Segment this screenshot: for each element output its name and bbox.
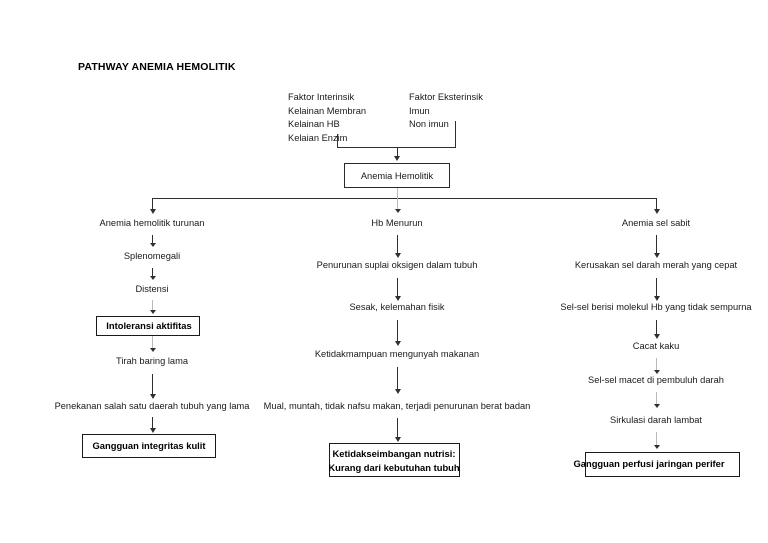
connector-root-stem — [397, 188, 398, 198]
factor-extrinsic-heading: Faktor Eksterinsik — [409, 92, 483, 102]
arrowhead-left-4 — [149, 394, 156, 399]
arrowhead-middle-4 — [394, 437, 401, 442]
connector-right-1 — [656, 278, 657, 298]
connector-left-2 — [152, 300, 153, 312]
node-dx-gangguan-perfusi-box[interactable] — [585, 452, 740, 477]
node-left-step2-0: Tirah baring lama — [116, 356, 188, 366]
connector-factors-to-root — [397, 147, 398, 158]
arrowhead-right-4 — [653, 404, 660, 408]
arrowhead-left-3 — [149, 348, 156, 352]
arrowhead-to-root — [394, 156, 400, 161]
node-left-step-1: Splenomegali — [123, 251, 181, 261]
arrowhead-left-2 — [149, 310, 156, 314]
node-right-step-2: Sel-sel berisi molekul Hb yang tidak sem… — [560, 302, 752, 312]
connector-left-0 — [152, 235, 153, 245]
node-anemia-hemolitik[interactable]: Anemia Hemolitik — [344, 163, 450, 188]
factor-extrinsic-item-1: Non imun — [409, 119, 449, 129]
arrowhead-left-1 — [149, 276, 156, 280]
connector-left-5 — [152, 417, 153, 431]
arrowhead-middle-0 — [394, 253, 401, 258]
node-left-step-0: Anemia hemolitik turunan — [99, 218, 205, 228]
arrowhead-left-0 — [149, 243, 156, 247]
factor-intrinsic-item-0: Kelainan Membran — [288, 105, 367, 116]
connector-left-4 — [152, 374, 153, 396]
node-dx-gangguan-perfusi-label: Gangguan perfusi jaringan perifer — [573, 458, 725, 469]
node-anemia-hemolitik-label: Anemia Hemolitik — [360, 170, 434, 181]
node-right-step-1: Kerusakan sel darah merah yang cepat — [574, 260, 738, 270]
connector-right-3 — [656, 358, 657, 372]
connector-left-1 — [152, 268, 153, 278]
factor-intrinsic-item-2: Kelaian Enzim — [288, 132, 348, 143]
arrowhead-right-0 — [653, 253, 660, 258]
arrowhead-branch-middle — [394, 209, 401, 213]
connector-intrinsic-stem — [337, 134, 338, 147]
arrowhead-right-1 — [653, 296, 660, 301]
arrowhead-branch-right — [653, 209, 660, 214]
node-dx-ketidakseimbangan-nutrisi-label: Ketidakseimbangan nutrisi: Kurang dari k… — [328, 447, 459, 474]
arrowhead-right-2 — [653, 334, 660, 339]
node-right-step-5: Sirkulasi darah lambat — [610, 415, 702, 425]
arrowhead-left-5 — [149, 428, 156, 433]
arrowhead-branch-left — [149, 209, 156, 214]
connector-right-5 — [656, 432, 657, 447]
node-right-step-3: Cacat kaku — [632, 341, 680, 351]
node-middle-step-4: Mual, muntah, tidak nafsu makan, terjadi… — [263, 401, 531, 411]
connector-right-2 — [656, 320, 657, 336]
connector-extrinsic-stem — [455, 121, 456, 147]
connector-bus-drop-left — [152, 198, 153, 211]
node-right-step-4: Sel-sel macet di pembuluh darah — [588, 375, 724, 385]
page-title: PATHWAY ANEMIA HEMOLITIK — [78, 61, 236, 73]
node-dx-gangguan-integritas-kulit-box[interactable] — [82, 434, 216, 458]
arrowhead-right-3 — [653, 370, 660, 374]
arrowhead-middle-3 — [394, 389, 401, 394]
connector-left-3 — [152, 336, 153, 350]
factor-intrinsic-group: Faktor Interinsik Kelainan Membran Kelai… — [288, 91, 366, 145]
connector-middle-0 — [397, 235, 398, 255]
node-dx-intoleransi-aktifitas-box[interactable] — [96, 316, 200, 336]
node-dx-nutrisi-line-1: Ketidakseimbangan nutrisi: — [332, 448, 456, 459]
node-dx-ketidakseimbangan-nutrisi-box[interactable] — [329, 443, 460, 477]
node-right-step-0: Anemia sel sabit — [621, 218, 691, 228]
node-middle-step-0: Hb Menurun — [371, 218, 423, 228]
node-middle-step-1: Penurunan suplai oksigen dalam tubuh — [316, 260, 478, 270]
node-left-step-2: Distensi — [135, 284, 169, 294]
connector-factors-join-bar — [337, 147, 456, 148]
node-left-step2-1: Penekanan salah satu daerah tubuh yang l… — [54, 401, 250, 411]
connector-right-0 — [656, 235, 657, 255]
arrowhead-right-5 — [653, 445, 660, 449]
connector-middle-1 — [397, 278, 398, 298]
node-dx-nutrisi-line-2: Kurang dari kebutuhan tubuh — [328, 461, 460, 473]
connector-middle-4 — [397, 418, 398, 440]
connector-branch-bus — [152, 198, 656, 199]
node-dx-gangguan-integritas-kulit-label: Gangguan integritas kulit — [92, 440, 206, 451]
connector-right-4 — [656, 392, 657, 406]
factor-extrinsic-item-0: Imun — [409, 105, 430, 116]
connector-middle-3 — [397, 367, 398, 391]
factor-extrinsic-group: Faktor Eksterinsik Imun Non imun — [409, 91, 483, 132]
connector-bus-drop-middle — [397, 198, 398, 211]
connector-bus-drop-right — [656, 198, 657, 211]
arrowhead-middle-2 — [394, 341, 401, 346]
factor-intrinsic-item-1: Kelainan HB — [288, 119, 340, 129]
factor-intrinsic-heading: Faktor Interinsik — [288, 92, 355, 102]
connector-middle-2 — [397, 320, 398, 343]
node-dx-intoleransi-aktifitas-label: Intoleransi aktifitas — [106, 320, 192, 331]
node-middle-step-2: Sesak, kelemahan fisik — [349, 302, 445, 312]
node-middle-step-3: Ketidakmampuan mengunyah makanan — [314, 349, 480, 359]
arrowhead-middle-1 — [394, 296, 401, 301]
